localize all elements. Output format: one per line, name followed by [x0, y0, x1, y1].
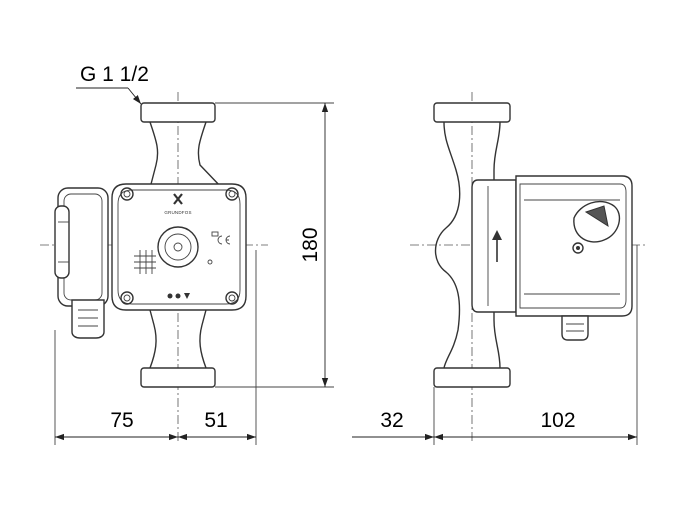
top-flange: [140, 102, 216, 123]
brand-text: GRUNDFOS: [164, 210, 191, 215]
side-pump-body: [434, 121, 501, 369]
center-plug: [157, 226, 199, 268]
thread-leader: [76, 87, 142, 105]
dim-left-label: 75: [110, 409, 133, 432]
side-bottom-flange: [433, 367, 511, 388]
flow-arrow-icon: [492, 230, 502, 262]
dim-side-left-label: 32: [380, 409, 403, 432]
dim-side-right-label: 102: [540, 409, 575, 432]
dim-right-label: 51: [204, 409, 227, 432]
grundfos-logo-icon: [173, 193, 183, 205]
front-view: GRUNDFOS G 1 1/2: [40, 63, 334, 445]
side-view: 32 102: [352, 92, 648, 445]
ce-mark-icon: [207, 231, 231, 265]
speed-selector: [134, 250, 156, 274]
rating-symbols-icon: [167, 293, 190, 299]
terminal-box: [54, 187, 109, 339]
dim-height-label: 180: [299, 227, 322, 262]
side-motor-housing: [471, 175, 633, 317]
side-terminal: [561, 315, 589, 341]
mounting-bolts: [120, 187, 239, 305]
lower-pipe: [149, 309, 207, 369]
thread-label: G 1 1/2: [80, 63, 149, 86]
bottom-flange: [140, 367, 216, 388]
control-knob-icon: [572, 200, 621, 254]
pump-housing: [111, 183, 247, 311]
side-top-flange: [433, 102, 511, 123]
upper-pipe: [149, 121, 223, 189]
